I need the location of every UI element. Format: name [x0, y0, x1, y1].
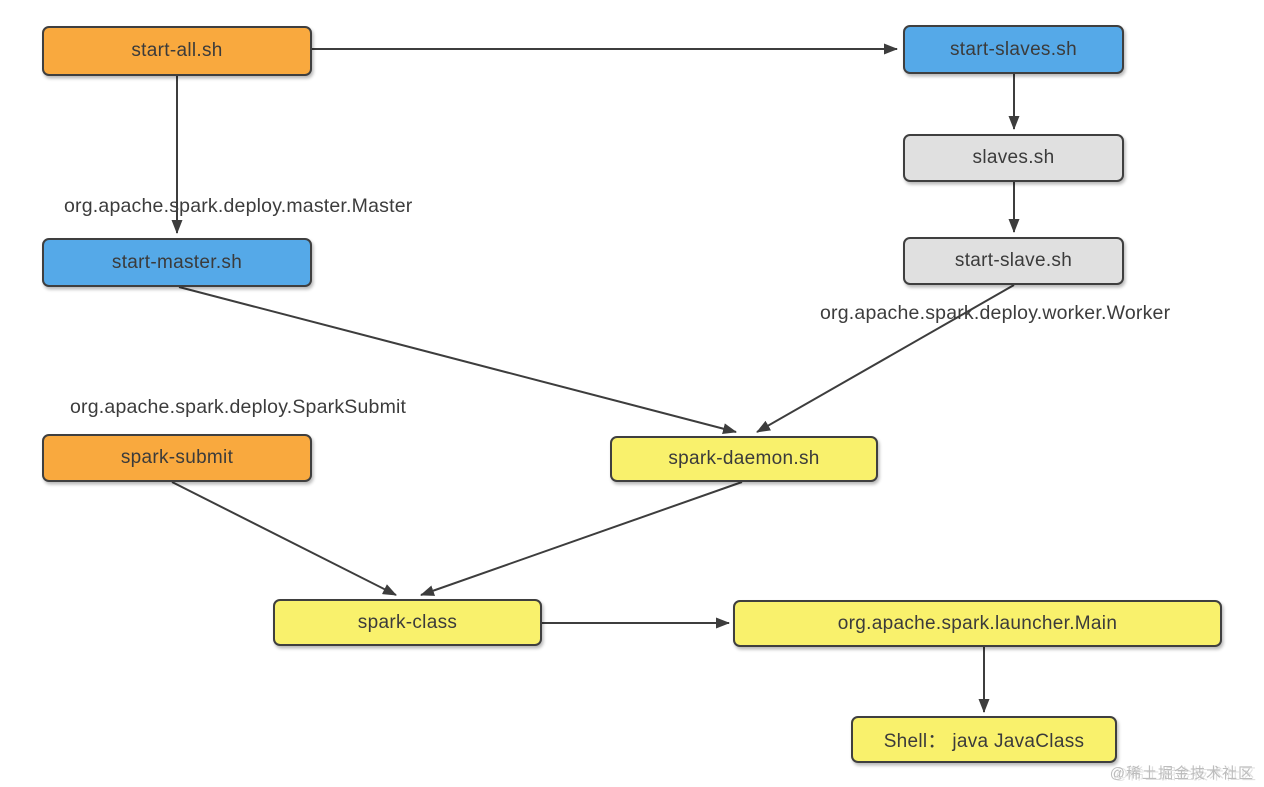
annotation-worker-class: org.apache.spark.deploy.worker.Worker: [820, 302, 1171, 324]
edge-start-master-to-spark-daemon: [178, 286, 737, 435]
node-start-all-sh: start-all.sh: [42, 26, 312, 76]
node-slaves-sh: slaves.sh: [903, 134, 1124, 182]
node-spark-submit: spark-submit: [42, 434, 312, 482]
edge-spark-submit-to-spark-class: [171, 481, 397, 596]
edge-spark-daemon-to-spark-class: [420, 481, 743, 596]
node-spark-daemon-sh: spark-daemon.sh: [610, 436, 878, 482]
node-start-master-sh: start-master.sh: [42, 238, 312, 287]
watermark: @稀土掘金技术社区: [1109, 765, 1254, 782]
node-start-slaves-sh: start-slaves.sh: [903, 25, 1124, 74]
annotation-spark-submit-class: org.apache.spark.deploy.SparkSubmit: [70, 396, 407, 418]
node-launcher-main: org.apache.spark.launcher.Main: [733, 600, 1222, 647]
node-start-slave-sh: start-slave.sh: [903, 237, 1124, 285]
node-spark-class: spark-class: [273, 599, 542, 646]
edge-start-slave-to-spark-daemon: [756, 284, 1015, 433]
annotation-master-class: org.apache.spark.deploy.master.Master: [64, 195, 413, 217]
node-shell-java-javaclass: Shell： java JavaClass: [851, 716, 1117, 763]
